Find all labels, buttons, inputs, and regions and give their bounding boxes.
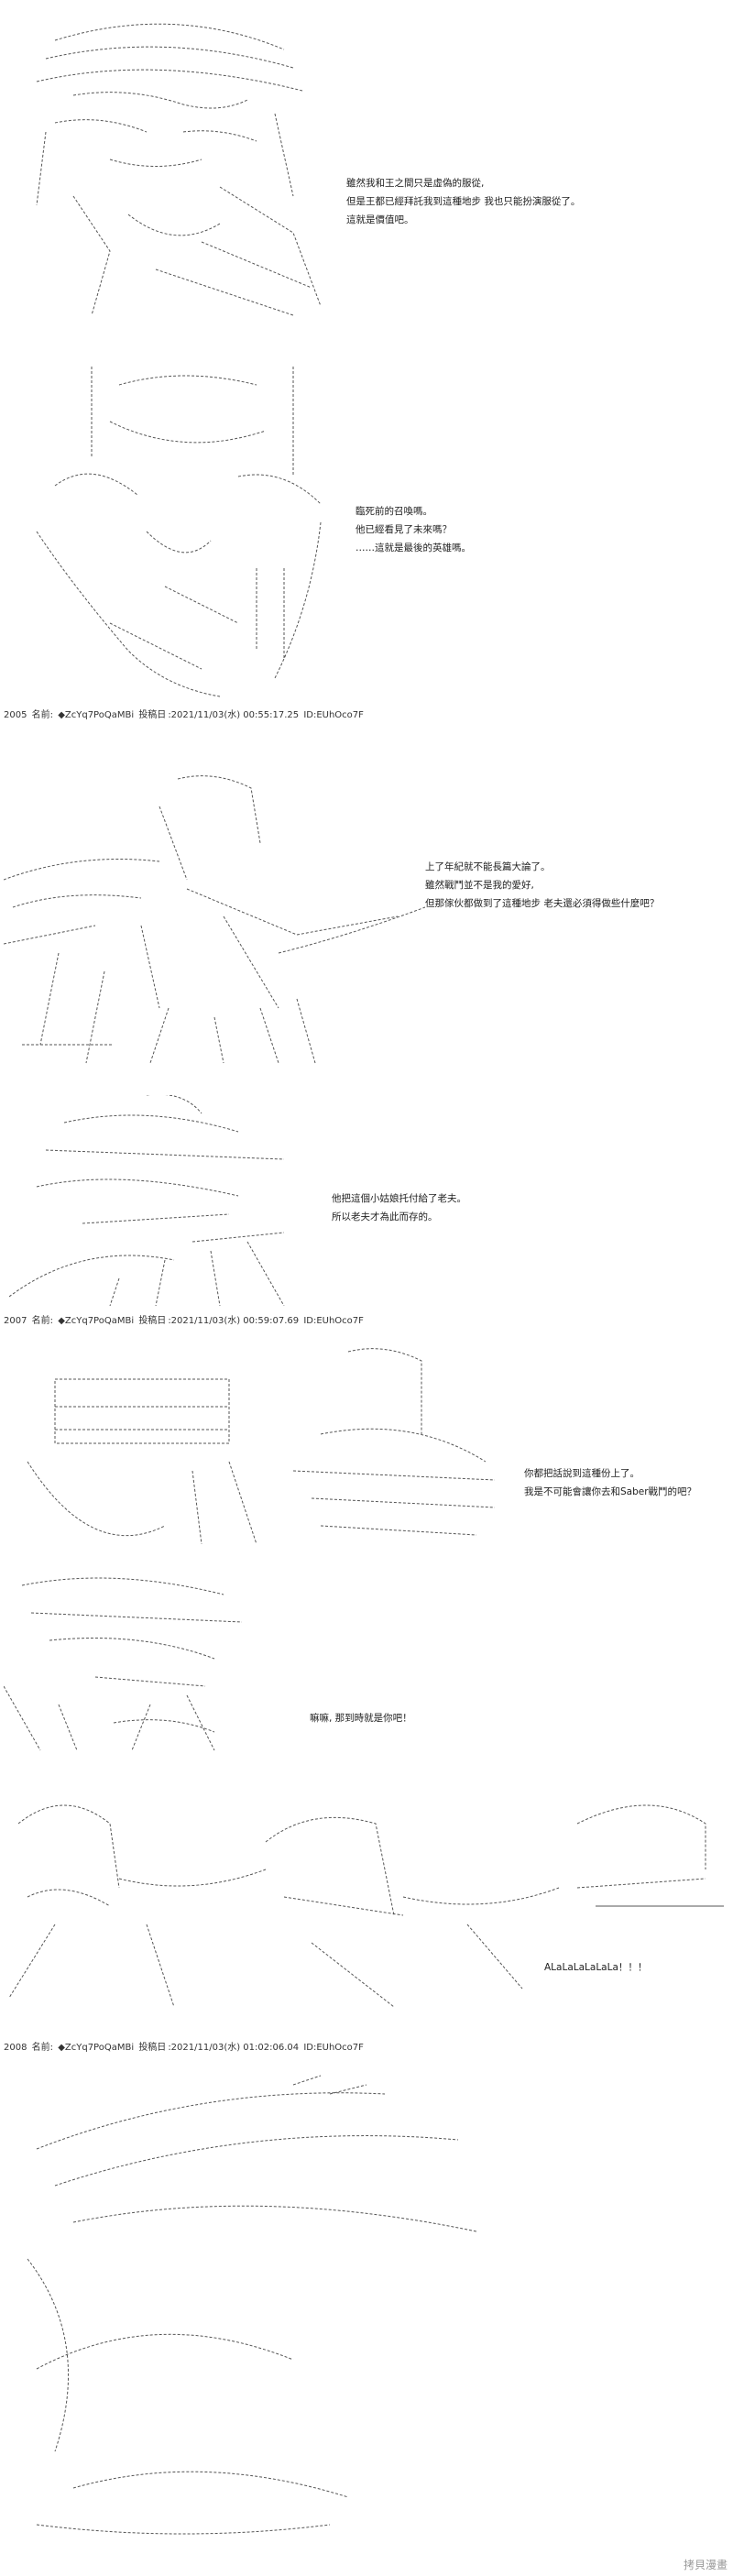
dialog-line: 但那傢伙都做到了這種地步 老夫還必須得做些什麼吧？ (425, 898, 660, 909)
dialog-line: 我是不可能會讓你去和Saber戰鬥的吧？ (524, 1486, 697, 1497)
post-header-2007: 2007 名前: ◆ZcYq7PoQaMBi 投稿日:2021/11/03(水)… (4, 1316, 364, 1326)
dialog-line: 雖然戰鬥並不是我的愛好, (425, 880, 534, 891)
dialog-line: 臨死前的召喚嗎。 (356, 506, 432, 517)
dialog-panel-4: 他把這個小姑娘托付給了老夫。 所以老夫才為此而存的。 (332, 1189, 466, 1226)
dialog-line: 你都把話說到這種份上了。 (524, 1468, 640, 1479)
ascii-art-character-5 (18, 1343, 513, 1562)
post-header-2008: 2008 名前: ◆ZcYq7PoQaMBi 投稿日:2021/11/03(水)… (4, 2043, 364, 2053)
ascii-art-character-3 (4, 770, 425, 1072)
dialog-panel-3: 上了年紀就不能長篇大論了。 雖然戰鬥並不是我的愛好, 但那傢伙都做到了這種地步 … (425, 858, 659, 913)
dialog-line: 但是王都已經拜託我到這種地步 我也只能扮演服從了。 (346, 196, 581, 207)
ascii-art-character-6 (4, 1567, 279, 1759)
ascii-art-character-4 (9, 1095, 312, 1306)
dialog-panel-1: 雖然我和王之間只是虛偽的服從, 但是王都已經拜託我到這種地步 我也只能扮演服從了… (346, 174, 580, 229)
dialog-line: 他把這個小姑娘托付給了老夫。 (332, 1193, 466, 1204)
dialog-line: ……這就是最後的英雄嗎。 (356, 543, 471, 554)
watermark: 拷貝漫畫 (683, 2559, 728, 2571)
dialog-line: 他已經看見了未來嗎？ (356, 524, 452, 535)
dialog-panel-7: ALaLaLaLaLaLa！！！ (544, 1958, 647, 1977)
ascii-art-character-1 (18, 13, 330, 324)
dialog-line: 雖然我和王之間只是虛偽的服從, (346, 178, 485, 189)
dialog-line: ALaLaLaLaLaLa！！！ (544, 1962, 648, 1973)
ascii-art-effect (18, 2066, 495, 2561)
dialog-line: 所以老夫才為此而存的。 (332, 1211, 438, 1222)
ascii-art-character-2 (18, 348, 348, 706)
dialog-line: 嘛嘛, 那到時就是你吧！ (310, 1713, 412, 1724)
dialog-panel-5: 你都把話說到這種份上了。 我是不可能會讓你去和Saber戰鬥的吧？ (524, 1464, 696, 1501)
dialog-panel-2: 臨死前的召喚嗎。 他已經看見了未來嗎？ ……這就是最後的英雄嗎。 (356, 502, 471, 557)
dialog-line: 上了年紀就不能長篇大論了。 (425, 861, 551, 872)
dialog-line: 這就是價值吧。 (346, 214, 414, 225)
ascii-art-character-7 (9, 1787, 724, 2016)
post-header-2005: 2005 名前: ◆ZcYq7PoQaMBi 投稿日:2021/11/03(水)… (4, 710, 364, 720)
dialog-panel-6: 嘛嘛, 那到時就是你吧！ (310, 1709, 412, 1727)
